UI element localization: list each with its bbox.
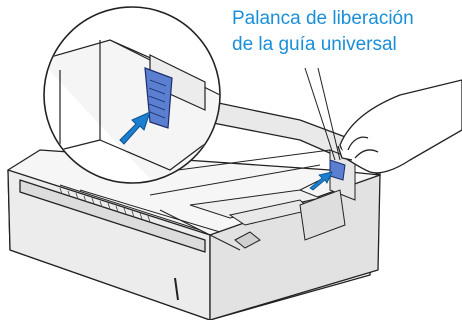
magnified-detail	[43, 6, 221, 184]
tray-ridges	[59, 187, 151, 223]
small-push-arrow-icon	[309, 171, 333, 191]
hand-illustration	[337, 79, 462, 174]
lever-callout-label: Palanca de liberación de la guía univers…	[232, 6, 460, 58]
callout-line-2: de la guía universal	[232, 34, 397, 55]
tray-lever	[309, 159, 346, 191]
callout-line-1: Palanca de liberación	[232, 8, 414, 29]
callout-leader	[304, 67, 341, 161]
push-arrow-icon	[119, 111, 151, 145]
